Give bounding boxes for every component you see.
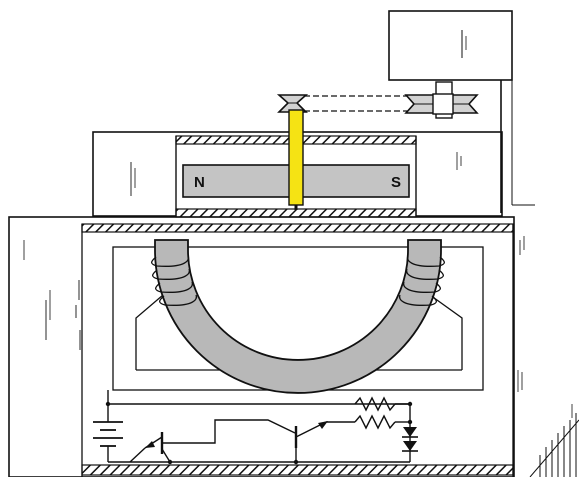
diode-lower xyxy=(402,441,418,452)
resistor-upper xyxy=(354,396,396,412)
motor-housing xyxy=(388,10,535,213)
north-pole-label: N xyxy=(194,174,205,191)
pickup-core xyxy=(154,239,442,394)
transistor-left xyxy=(129,432,200,463)
right-coil xyxy=(398,255,446,306)
magnet-shaft xyxy=(288,109,304,210)
motor-pulley xyxy=(404,93,479,115)
south-pole-label: S xyxy=(391,174,401,191)
left-coil xyxy=(150,255,198,306)
resistor-lower xyxy=(354,414,396,430)
diode-upper xyxy=(402,427,418,438)
transistor-right xyxy=(293,421,355,465)
lower-enclosure xyxy=(8,216,525,477)
side-stand xyxy=(529,404,579,477)
battery xyxy=(93,401,123,462)
shaft-pulley xyxy=(276,94,309,113)
drive-belt xyxy=(304,95,408,112)
sensor-circuit xyxy=(93,390,418,465)
